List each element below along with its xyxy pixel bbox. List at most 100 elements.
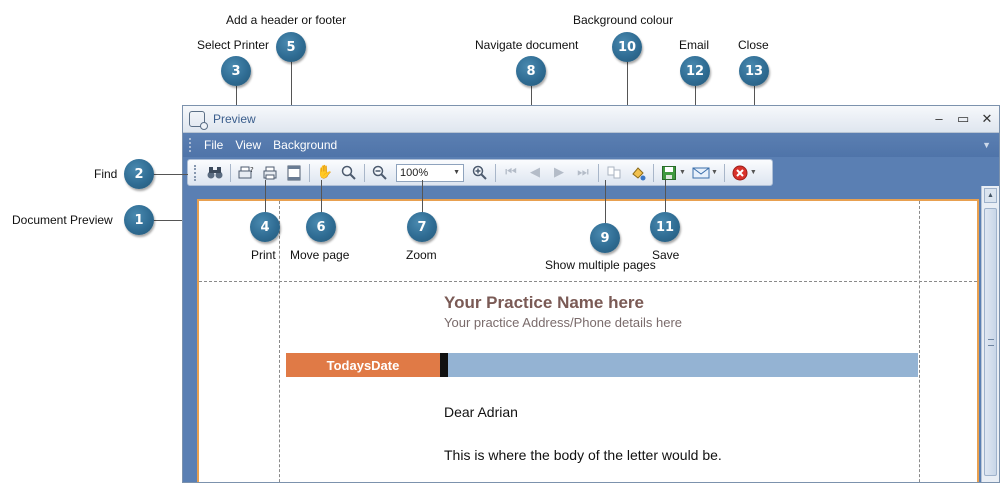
callout-label-multiple-pages: Show multiple pages: [545, 258, 656, 272]
toolbar-separator: [598, 163, 599, 182]
leader-line: [695, 86, 696, 105]
date-band: TodaysDate: [286, 353, 918, 377]
leader-line: [605, 180, 606, 224]
callout-badge-6: 6: [306, 212, 336, 242]
toolbar-separator: [495, 163, 496, 182]
toolbar-separator: [653, 163, 654, 182]
select-printer-icon[interactable]: ?: [236, 163, 256, 183]
callout-label-save: Save: [652, 248, 680, 262]
practice-name: Your Practice Name here: [444, 293, 644, 312]
next-page-icon[interactable]: ▶: [554, 165, 564, 180]
save-dropdown-icon[interactable]: ▼: [679, 169, 686, 176]
minimize-button[interactable]: –: [935, 111, 943, 126]
leader-line: [321, 180, 322, 213]
callout-label-print: Print: [251, 248, 276, 262]
last-page-icon[interactable]: ⏭: [577, 165, 589, 180]
preview-toolbar: ? ✋ 100% ▼ ⏮ ◀ ▶ ⏭: [187, 159, 773, 186]
callout-badge-1: 1: [124, 205, 154, 235]
leader-line: [665, 180, 666, 213]
zoom-value: 100%: [400, 166, 429, 179]
callout-badge-13: 13: [739, 56, 769, 86]
leader-line: [236, 86, 237, 105]
callout-label-document-preview: Document Preview: [12, 213, 113, 227]
window-controls: – ▭ ✕: [933, 111, 993, 127]
callout-label-header-footer: Add a header or footer: [226, 13, 347, 27]
callout-label-find: Find: [94, 167, 118, 181]
header-footer-icon[interactable]: [284, 163, 304, 183]
document-preview-area[interactable]: Your Practice Name here Your practice Ad…: [187, 192, 979, 482]
leader-line: [422, 180, 423, 213]
menu-file[interactable]: File: [204, 138, 224, 152]
callout-badge-3: 3: [221, 56, 251, 86]
callout-badge-10: 10: [612, 32, 642, 62]
email-dropdown-icon[interactable]: ▼: [710, 169, 718, 176]
scroll-up-icon[interactable]: ▲: [984, 188, 997, 203]
preview-window: Preview – ▭ ✕ File View Background ▼ ? ✋: [182, 105, 1000, 483]
window-title: Preview: [213, 112, 256, 126]
document-page: Your Practice Name here Your practice Ad…: [197, 199, 979, 482]
preview-app-icon: [189, 111, 208, 130]
background-color-icon[interactable]: [628, 163, 648, 183]
menu-bar: File View Background ▼: [183, 133, 999, 157]
toolbar-separator: [309, 163, 310, 182]
leader-line: [531, 86, 532, 105]
zoom-in-icon[interactable]: [470, 163, 490, 183]
callout-label-navigate-document: Navigate document: [475, 38, 579, 52]
toolbar-separator: [364, 163, 365, 182]
vertical-scrollbar[interactable]: ▲: [981, 186, 999, 482]
zoom-out-icon[interactable]: [370, 163, 390, 183]
leader-line: [627, 61, 628, 105]
callout-badge-9: 9: [590, 223, 620, 253]
zoom-select[interactable]: 100% ▼: [396, 163, 464, 182]
first-page-icon[interactable]: ⏮: [505, 165, 517, 180]
prev-page-icon[interactable]: ◀: [530, 165, 540, 180]
scroll-thumb[interactable]: [984, 208, 997, 476]
email-icon[interactable]: [691, 163, 711, 183]
callout-badge-12: 12: [680, 56, 710, 86]
callout-badge-5: 5: [276, 32, 306, 62]
menu-view[interactable]: View: [235, 138, 262, 152]
toolbar-grip[interactable]: [194, 164, 197, 181]
callout-badge-2: 2: [124, 159, 154, 189]
date-marker: [440, 353, 448, 377]
practice-address: Your practice Address/Phone details here: [444, 315, 683, 330]
callout-label-move-page: Move page: [290, 248, 350, 262]
callout-label-background-colour: Background colour: [573, 13, 674, 27]
chevron-down-icon: ▼: [453, 169, 460, 176]
toolbar-separator: [230, 163, 231, 182]
callout-label-close: Close: [738, 38, 769, 52]
leader-line: [265, 180, 266, 213]
save-icon[interactable]: [659, 163, 679, 183]
magnifier-icon[interactable]: [339, 163, 359, 183]
callout-badge-4: 4: [250, 212, 280, 242]
close-window-button[interactable]: ✕: [981, 111, 993, 126]
callout-label-zoom: Zoom: [406, 248, 437, 262]
menu-background[interactable]: Background: [273, 138, 338, 152]
menu-grip[interactable]: [189, 138, 192, 152]
leader-line: [291, 61, 292, 105]
salutation: Dear Adrian: [444, 404, 518, 420]
right-margin-guide: [919, 201, 920, 482]
title-bar: Preview – ▭ ✕: [183, 106, 999, 133]
callout-badge-7: 7: [407, 212, 437, 242]
leader-line: [152, 174, 188, 175]
callout-badge-11: 11: [650, 212, 680, 242]
menu-overflow-icon[interactable]: ▼: [982, 140, 991, 150]
leader-line: [152, 220, 182, 221]
left-margin-guide: [279, 201, 280, 482]
callout-label-email: Email: [679, 38, 710, 52]
header-margin-guide: [199, 281, 977, 282]
binoculars-icon[interactable]: [205, 163, 225, 183]
toolbar-separator: [723, 163, 725, 182]
toolbar-overflow-icon[interactable]: ▼: [749, 169, 757, 176]
hand-icon[interactable]: ✋: [316, 165, 334, 180]
multi-page-icon[interactable]: [604, 163, 624, 183]
print-icon[interactable]: [260, 163, 280, 183]
leader-line: [754, 86, 755, 105]
callout-label-select-printer: Select Printer: [197, 38, 270, 52]
date-field: TodaysDate: [286, 353, 440, 377]
maximize-button[interactable]: ▭: [957, 111, 970, 126]
callout-badge-8: 8: [516, 56, 546, 86]
letter-body: This is where the body of the letter wou…: [444, 447, 722, 463]
close-icon[interactable]: [730, 163, 750, 183]
